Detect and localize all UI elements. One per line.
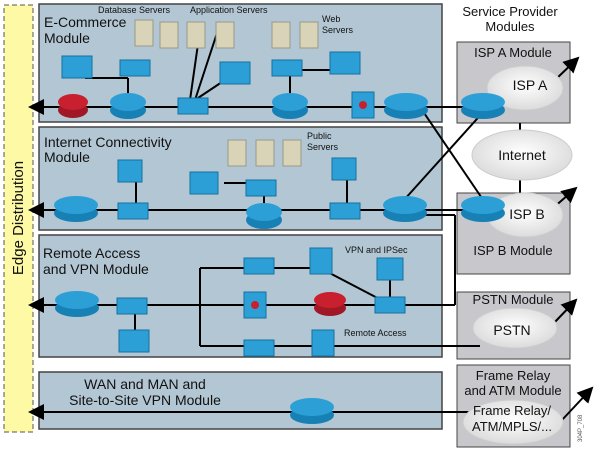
server-icon xyxy=(271,21,291,49)
web-servers-label-2: Servers xyxy=(322,25,354,35)
public-servers-label-1: Public xyxy=(307,131,332,141)
internet-cloud-label: Internet xyxy=(498,147,546,163)
sp-heading-1: Service Provider xyxy=(462,4,558,19)
multilayer-core-dot xyxy=(359,101,367,109)
wan-title-2: Site-to-Site VPN Module xyxy=(69,392,221,408)
server-icon xyxy=(134,19,154,47)
router-icon xyxy=(383,196,427,222)
isp-a-cloud xyxy=(486,65,564,111)
ecommerce-title-2: Module xyxy=(44,30,90,46)
switch-icon xyxy=(245,179,277,197)
internet-title-2: Module xyxy=(44,149,90,165)
switch-icon xyxy=(116,297,148,315)
firewall-icon xyxy=(331,157,357,181)
remote-title-2: and VPN Module xyxy=(43,261,149,277)
switch-icon xyxy=(243,339,275,357)
app-servers-label: Application Servers xyxy=(190,5,268,15)
frame-cloud-label-2: ATM/MPLS/... xyxy=(472,419,552,434)
router-icon xyxy=(55,291,99,317)
router-icon xyxy=(461,93,505,119)
remote-access-label: Remote Access xyxy=(344,328,407,338)
switch-icon xyxy=(119,59,151,77)
wan-title-1: WAN and MAN and xyxy=(84,376,206,392)
firewall-icon xyxy=(329,51,361,75)
web-servers-label-1: Web xyxy=(322,14,340,24)
isp-b-module-label: ISP B Module xyxy=(473,243,552,258)
frame-cloud xyxy=(462,399,564,445)
server-icon xyxy=(159,21,179,49)
isp-a-cloud-label: ISP A xyxy=(513,77,548,93)
vpn-concentrator-icon xyxy=(110,93,146,119)
firewall-icon xyxy=(118,329,150,353)
db-servers-label: Database Servers xyxy=(98,5,171,15)
router-icon xyxy=(54,196,98,222)
switch-icon xyxy=(374,296,406,314)
access-server-icon xyxy=(311,329,335,357)
ecommerce-title-1: E-Commerce xyxy=(44,14,127,30)
internet-cloud xyxy=(471,129,573,181)
vpn-concentrator-icon xyxy=(246,203,282,229)
remote-title-1: Remote Access xyxy=(43,245,140,261)
pstn-cloud-label: PSTN xyxy=(493,322,530,338)
isp-b-cloud-label: ISP B xyxy=(509,206,545,222)
isp-a-module-label: ISP A Module xyxy=(474,45,552,60)
pstn-cloud xyxy=(472,307,558,349)
firewall-icon xyxy=(376,257,404,281)
firewall-icon xyxy=(189,171,219,195)
links xyxy=(28,29,521,420)
edge-distribution-label: Edge Distribution xyxy=(10,161,27,275)
frame-module-label-2: and ATM Module xyxy=(464,383,561,398)
switch-icon xyxy=(243,257,275,275)
pstn-module-label: PSTN Module xyxy=(473,292,554,307)
frame-module-label-1: Frame Relay xyxy=(476,368,551,383)
router-icon xyxy=(461,196,505,222)
servers xyxy=(134,19,319,167)
router-icon xyxy=(290,398,334,424)
server-icon xyxy=(186,21,206,49)
internet-title-1: Internet Connectivity xyxy=(44,134,172,150)
switch-icon xyxy=(177,97,209,115)
sp-heading-2: Modules xyxy=(485,19,535,34)
frame-cloud-label-1: Frame Relay/ xyxy=(473,403,551,418)
switch-icon xyxy=(271,59,303,77)
vpn-ipsec-label: VPN and IPSec xyxy=(345,245,408,255)
vpn-device-icon xyxy=(309,247,333,275)
server-icon xyxy=(227,139,247,167)
figure-id: 304P_708 xyxy=(578,414,584,442)
switch-icon xyxy=(117,202,149,220)
firewall-icon xyxy=(219,61,251,85)
edge-distribution-box xyxy=(3,4,34,433)
server-icon xyxy=(299,21,319,49)
server-icon xyxy=(215,21,235,49)
multilayer-core-dot xyxy=(251,301,259,309)
wan-module-box xyxy=(38,371,443,430)
router-icon xyxy=(314,292,346,316)
server-icon xyxy=(282,139,302,167)
switch-icon xyxy=(329,202,361,220)
vpn-concentrator-icon xyxy=(272,93,308,119)
firewall-icon xyxy=(61,55,93,79)
server-icon xyxy=(255,139,275,167)
firewall-icon xyxy=(117,159,143,183)
public-servers-label-2: Servers xyxy=(307,142,339,152)
router-icon xyxy=(384,93,428,119)
router-icon xyxy=(58,94,88,118)
